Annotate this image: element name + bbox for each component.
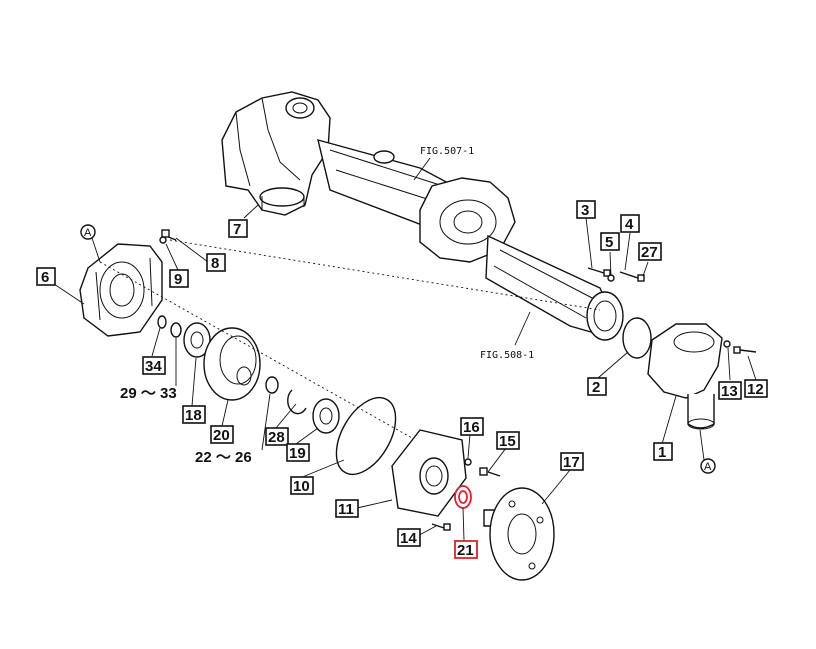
right-knuckle	[647, 323, 723, 430]
svg-text:5: 5	[605, 234, 613, 251]
callout-11: 11	[335, 499, 359, 518]
svg-text:22 ～ 26: 22 ～ 26	[195, 449, 252, 466]
callout-27: 27	[638, 242, 662, 261]
svg-text:11: 11	[338, 501, 354, 518]
flange-17	[483, 487, 555, 581]
ref-marker-a-left: A	[80, 224, 101, 263]
o-ring-2	[622, 317, 652, 359]
callout-16: 16	[460, 417, 484, 436]
callout-19: 19	[286, 443, 310, 462]
callout-5: 5	[600, 232, 620, 251]
callout-13: 13	[718, 381, 742, 400]
svg-text:19: 19	[289, 445, 306, 462]
callout-18: 18	[182, 405, 206, 424]
cover-11	[391, 429, 501, 531]
callout-9: 9	[169, 269, 189, 288]
callout-12: 12	[744, 379, 768, 398]
svg-text:34: 34	[145, 358, 162, 375]
callout-8: 8	[206, 253, 226, 272]
svg-text:1: 1	[658, 444, 666, 461]
left-drive-parts	[157, 229, 397, 476]
svg-text:2: 2	[592, 379, 600, 396]
svg-text:27: 27	[641, 244, 658, 261]
svg-text:4: 4	[625, 216, 634, 233]
callout-17: 17	[560, 452, 584, 471]
callout-3: 3	[576, 200, 596, 219]
callout-6: 6	[36, 267, 56, 286]
svg-text:9: 9	[174, 271, 182, 288]
callout-10: 10	[290, 476, 314, 495]
callout-15: 15	[496, 431, 520, 450]
seal-21-highlighted	[454, 485, 472, 509]
fig-ref-508-1: FIG.508-1	[480, 350, 534, 361]
svg-text:3: 3	[581, 202, 589, 219]
callout-2: 2	[587, 377, 607, 396]
callout-28: 28	[265, 427, 289, 446]
svg-text:10: 10	[293, 478, 310, 495]
bolts-upper-right	[587, 267, 757, 354]
callout-20: 20	[210, 425, 234, 444]
svg-text:18: 18	[185, 407, 202, 424]
callout-21-highlighted: 21	[454, 540, 478, 559]
svg-text:7: 7	[233, 221, 241, 238]
ref-marker-a-right: A	[699, 429, 716, 474]
svg-text:6: 6	[41, 269, 49, 286]
callout-leaders	[53, 204, 757, 541]
callout-1: 1	[653, 442, 673, 461]
left-gear-case	[79, 243, 163, 337]
callout-14: 14	[397, 528, 421, 547]
svg-text:20: 20	[213, 427, 230, 444]
callout-4: 4	[620, 214, 640, 233]
svg-text:12: 12	[747, 381, 764, 398]
svg-text:14: 14	[400, 530, 417, 547]
svg-text:28: 28	[268, 429, 285, 446]
svg-text:16: 16	[463, 419, 480, 436]
svg-text:17: 17	[563, 454, 580, 471]
svg-text:15: 15	[499, 433, 516, 450]
svg-text:13: 13	[721, 383, 738, 400]
callout-34: 34	[142, 356, 166, 375]
axle-housing	[221, 91, 624, 341]
svg-text:A: A	[84, 227, 92, 239]
svg-text:A: A	[704, 461, 712, 473]
callout-22-26: 22 ～ 26	[195, 449, 252, 466]
svg-text:29 ～ 33: 29 ～ 33	[120, 385, 177, 402]
fig-ref-507-1: FIG.507-1	[420, 146, 474, 157]
svg-text:8: 8	[211, 255, 219, 272]
callout-29-33: 29 ～ 33	[120, 385, 177, 402]
svg-text:21: 21	[457, 542, 474, 559]
callout-7: 7	[228, 219, 248, 238]
